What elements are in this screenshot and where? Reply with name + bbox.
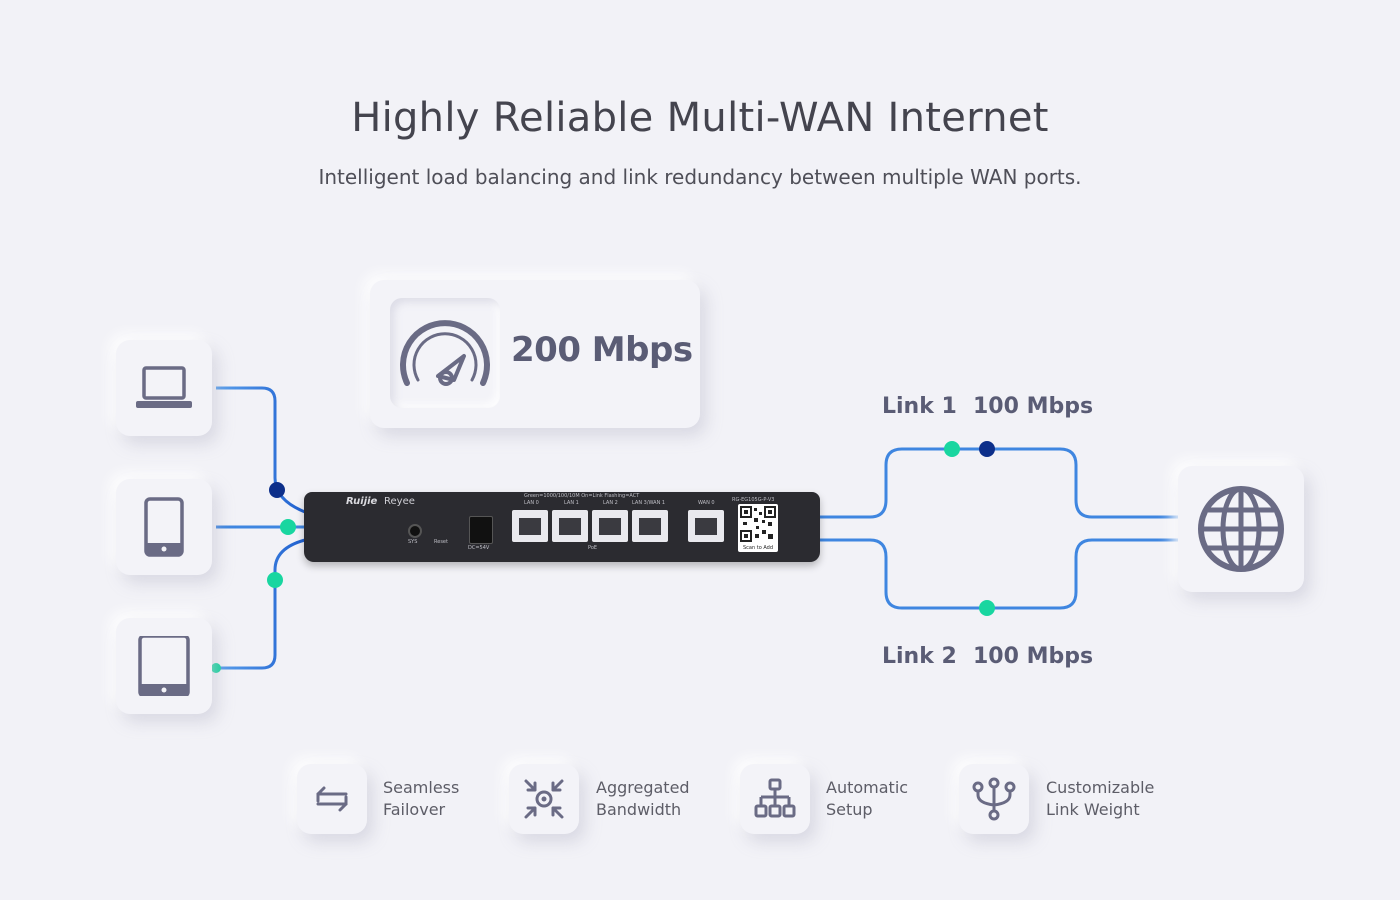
link1-line — [820, 447, 1178, 519]
lan-port-0 — [512, 510, 548, 542]
lan-port-2 — [592, 510, 628, 542]
port-label-lan0: LAN 0 — [524, 500, 539, 506]
page-subtitle: Intelligent load balancing and link redu… — [318, 165, 1082, 189]
feature-failover-line2: Failover — [383, 800, 446, 819]
feature-setup-label: Automatic Setup — [826, 777, 908, 821]
feature-weight-label: Customizable Link Weight — [1046, 777, 1154, 821]
traffic-dot — [211, 663, 221, 673]
tablet-card — [116, 618, 212, 714]
feature-bandwidth-icon-box — [509, 764, 579, 834]
link1-name: Link 1 — [882, 394, 957, 419]
router-model: RG-EG105G-P-V3 — [732, 497, 775, 503]
reset-label: Reset — [434, 539, 448, 545]
feature-setup-line2: Setup — [826, 800, 873, 819]
feature-weight-icon-box — [959, 764, 1029, 834]
router-sub-brand: Reyee — [384, 496, 415, 507]
feature-bandwidth-line2: Bandwidth — [596, 800, 682, 819]
feature-bandwidth-label: Aggregated Bandwidth — [596, 777, 690, 821]
feature-weight-line2: Link Weight — [1046, 800, 1140, 819]
laptop-card — [116, 340, 212, 436]
feature-setup-icon-box — [740, 764, 810, 834]
total-bandwidth-value: 200 Mbps — [511, 330, 693, 370]
feature-failover-icon-box — [297, 764, 367, 834]
qr-code-icon — [740, 506, 776, 542]
smartphone-card — [116, 479, 212, 575]
traffic-dot — [280, 519, 296, 535]
poe-label: PoE — [588, 545, 598, 551]
qr-caption: Scan to Add — [743, 545, 774, 551]
traffic-dot — [979, 600, 995, 616]
lan3-wan1-port — [632, 510, 668, 542]
power-jack — [469, 516, 493, 544]
traffic-dot — [269, 482, 285, 498]
traffic-dot — [267, 572, 283, 588]
network-tree-icon — [754, 778, 796, 818]
port-label-lan2: LAN 2 — [603, 500, 618, 506]
power-label: DC=54V — [468, 545, 490, 551]
laptop-icon — [136, 366, 192, 408]
failover-arrows-icon — [316, 786, 348, 812]
port-label-lan3-wan1: LAN 3/WAN 1 — [632, 500, 666, 506]
globe-icon — [1198, 486, 1284, 572]
port-label-wan0: WAN 0 — [698, 500, 715, 506]
internet-card — [1178, 466, 1304, 592]
trident-fork-icon — [972, 777, 1016, 821]
router-device: Ruijie Reyee Green=1000/100/10M On=Link … — [304, 492, 820, 562]
wan-port-0 — [688, 510, 724, 542]
total-bandwidth-card: 200 Mbps — [370, 280, 700, 428]
page-title: Highly Reliable Multi-WAN Internet — [351, 95, 1049, 141]
sys-label: SYS — [408, 539, 418, 545]
link2-line — [820, 538, 1178, 610]
link2-speed: 100 Mbps — [973, 644, 1094, 669]
feature-setup-line1: Automatic — [826, 778, 909, 797]
tablet-link-line — [216, 538, 306, 670]
port-label-lan1: LAN 1 — [564, 500, 579, 506]
traffic-dot — [944, 441, 960, 457]
feature-bandwidth-line1: Aggregated — [596, 778, 690, 797]
tablet-icon — [138, 636, 190, 696]
router-legend: Green=1000/100/10M On=Link Flashing=ACT — [524, 493, 640, 499]
router-brand: Ruijie — [346, 496, 378, 507]
link2-name: Link 2 — [882, 644, 957, 669]
traffic-dot — [979, 441, 995, 457]
aggregate-arrows-icon — [524, 779, 564, 819]
smartphone-icon — [144, 497, 184, 557]
feature-weight-line1: Customizable — [1046, 778, 1155, 797]
feature-failover-label: Seamless Failover — [383, 777, 459, 821]
lan-port-1 — [552, 510, 588, 542]
qr-code: Scan to Add — [738, 504, 778, 552]
speed-gauge-box — [390, 298, 500, 408]
laptop-link-line — [216, 386, 306, 514]
sys-led — [408, 524, 422, 538]
feature-failover-line1: Seamless — [383, 778, 460, 797]
link1-speed: 100 Mbps — [973, 394, 1094, 419]
speedometer-icon — [400, 320, 490, 386]
